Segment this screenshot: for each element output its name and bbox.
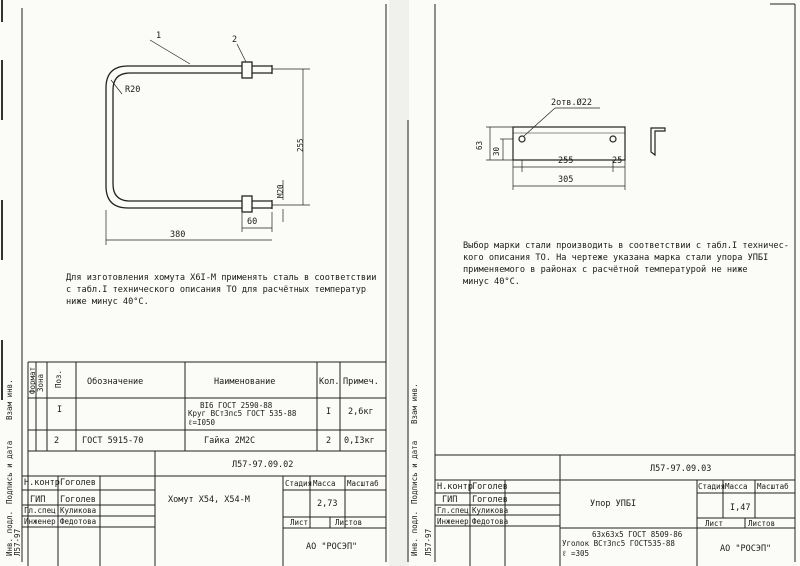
left-role-2: Гл.спец — [24, 506, 56, 515]
row1-qty: I — [326, 407, 332, 417]
right-material-l3: ℓ =305 — [562, 549, 590, 558]
row1-note: 2,6кг — [348, 407, 374, 417]
dim-height-label: 255 — [296, 138, 305, 152]
left-part-title: Хомут Х54, Х54-М — [168, 495, 250, 505]
left-sheet-label: Лист — [290, 518, 309, 527]
col-name-header: Наименование — [214, 377, 276, 387]
right-margin-code: Л57-97 — [424, 528, 433, 556]
left-name-3: Федотова — [60, 517, 97, 526]
dim-255-label: 255 — [558, 156, 574, 166]
right-name-0: Гоголев — [472, 482, 508, 492]
callout-1: 1 — [156, 31, 162, 41]
dim-305-label: 305 — [558, 175, 574, 185]
col-zone-header: Зона — [36, 373, 45, 392]
row1-pos: I — [57, 405, 63, 415]
left-title-block-grid — [22, 451, 386, 566]
left-drawing-sheet — [0, 0, 400, 566]
row2-name: Гайка 2М2С — [204, 436, 256, 446]
right-margin-sign: Подпись и дата — [410, 440, 419, 504]
right-name-3: Федотова — [472, 517, 509, 526]
left-stage-label: Стадия — [285, 479, 313, 488]
left-doc-code: Л57-97.09.02 — [232, 460, 294, 470]
left-mass-label: Масса — [313, 479, 336, 488]
u-bolt-drawing — [105, 61, 273, 213]
sheet-gap — [389, 0, 409, 566]
right-material-l1: 63х63х5 ГОСТ 8509-86 — [592, 530, 683, 539]
left-name-0: Гоголев — [60, 478, 96, 488]
col-qty-header: Кол. — [319, 377, 340, 387]
right-name-1: Гоголев — [472, 495, 508, 505]
row2-pos: 2 — [54, 436, 60, 446]
right-org: АО "РОСЭП" — [720, 544, 772, 554]
angle-stop-dimensions — [486, 107, 626, 190]
dim-thread-label: M20 — [276, 184, 285, 198]
right-part-title: Упор УПБI — [590, 499, 637, 509]
dim-25-label: 25 — [612, 156, 623, 166]
callout-2: 2 — [232, 35, 238, 45]
right-margin-vzam: Взам инв. — [410, 383, 419, 424]
right-role-3: Инженер — [437, 517, 469, 526]
col-designation-header: Обозначение — [87, 377, 144, 387]
right-material-l2: Уголок ВСт3пс5 ГОСТ535-88 — [562, 539, 675, 548]
right-drawing-sheet — [400, 0, 800, 566]
radius-label: R20 — [125, 85, 141, 95]
dim-width-label: 380 — [170, 230, 186, 240]
left-sheets-label: Листов — [335, 518, 363, 527]
row2-designation: ГОСТ 5915-70 — [82, 436, 144, 446]
row1-name-l3: ℓ=I050 — [188, 418, 216, 427]
right-title-block-grid — [435, 454, 795, 566]
right-name-2: Куликова — [472, 506, 509, 515]
dim-63-label: 63 — [475, 140, 484, 150]
left-margin-vzam: Взам инв. — [5, 379, 14, 420]
left-scale-label: Масштаб — [347, 479, 379, 488]
left-name-2: Куликова — [60, 506, 97, 515]
right-role-2: Гл.спец — [437, 506, 469, 515]
left-margin-sign: Подпись и дата — [5, 440, 14, 504]
right-sheet-label: Лист — [705, 519, 724, 528]
left-mass-value: 2,73 — [317, 499, 338, 509]
holes-label: 2отв.Ø22 — [551, 98, 592, 108]
right-doc-code: Л57-97.09.03 — [650, 464, 712, 474]
right-mass-label: Масса — [725, 482, 748, 491]
row1-name-l2: Круг ВСт3пс5 ГОСТ 535-88 — [188, 409, 297, 418]
row2-qty: 2 — [326, 436, 332, 446]
col-pos-header: Поз. — [54, 369, 63, 388]
right-mass-value: I,47 — [730, 503, 751, 513]
u-bolt-dimensions — [105, 39, 310, 245]
left-role-1: ГИП — [30, 495, 46, 505]
left-role-3: Инженер — [24, 517, 56, 526]
right-margin-inv: Инв. подл. — [410, 510, 419, 556]
col-note-header: Примеч. — [343, 377, 379, 387]
left-margin-code: Л57-97 — [13, 528, 22, 556]
left-material-note: Для изготовления хомута Х6I-М применять … — [66, 273, 377, 307]
left-name-1: Гоголев — [60, 495, 96, 505]
left-spec-table-grid — [27, 361, 386, 566]
right-role-1: ГИП — [442, 495, 458, 505]
right-role-0: Н.контр — [437, 482, 473, 492]
left-role-0: Н.контр — [24, 478, 60, 488]
right-stage-label: Стадия — [698, 482, 726, 491]
dim-30-label: 30 — [492, 146, 501, 156]
angle-stop-drawing — [512, 126, 666, 161]
left-org: АО "РОСЭП" — [306, 542, 358, 552]
row2-note: 0,I3кг — [344, 436, 375, 446]
right-scale-label: Масштаб — [757, 482, 789, 491]
dim-60-label: 60 — [247, 217, 258, 227]
right-sheets-label: Листов — [748, 519, 776, 528]
right-material-note: Выбор марки стали производить в соответс… — [463, 241, 789, 287]
row1-name-l1: ВI6 ГОСТ 2590-88 — [200, 401, 273, 410]
